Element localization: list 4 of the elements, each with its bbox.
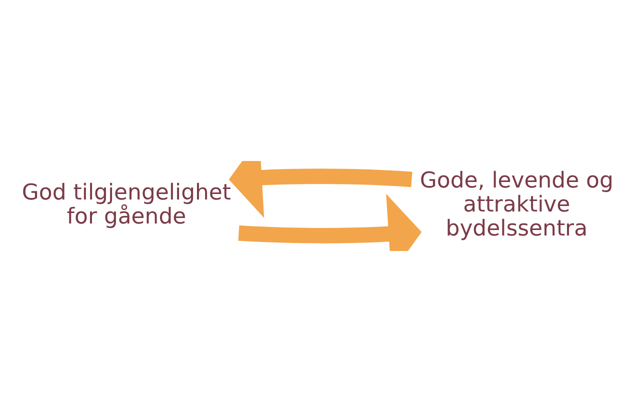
node-text: God tilgjengelighet for gående [22, 180, 232, 230]
arrow [238, 193, 422, 250]
arrow [228, 160, 412, 218]
node-text: Gode, levende og attraktive bydelssentra [420, 168, 614, 242]
